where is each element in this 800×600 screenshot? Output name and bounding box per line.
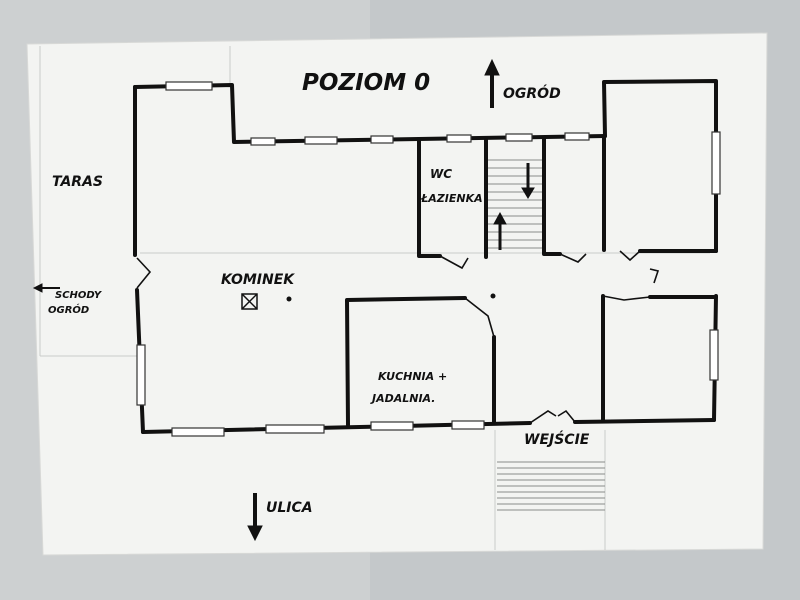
wc-label: WC xyxy=(430,167,452,181)
ceiling-light-dot xyxy=(490,293,496,299)
terrace-label: TARAS xyxy=(52,174,103,190)
entrance-steps xyxy=(497,461,605,511)
north-label: OGRÓD xyxy=(503,84,561,102)
paper-sheet xyxy=(26,32,768,556)
entrance-label: WEJŚCIE xyxy=(524,430,590,448)
arrows xyxy=(32,58,535,542)
north-arrow-icon xyxy=(484,58,500,76)
pencil-guides xyxy=(39,46,710,550)
ceiling-light-dot xyxy=(286,296,292,302)
interior-stairs xyxy=(488,159,543,249)
garden-stairs-label-2: OGRÓD xyxy=(48,303,89,316)
plan-title: POZIOM 0 xyxy=(302,70,430,96)
fireplace-label: KOMINEK xyxy=(221,272,295,288)
south-label: ULICA xyxy=(266,500,313,516)
fireplace-symbol xyxy=(241,293,258,310)
windows xyxy=(136,81,721,437)
garden-stairs-label: SCHODY xyxy=(55,290,103,301)
doors xyxy=(136,250,660,424)
kitchen-label: KUCHNIA + xyxy=(378,370,447,383)
south-arrow-icon xyxy=(247,525,263,542)
dining-label: JADALNIA. xyxy=(370,392,435,405)
bathroom-label: ŁAZIENKA xyxy=(420,192,483,205)
